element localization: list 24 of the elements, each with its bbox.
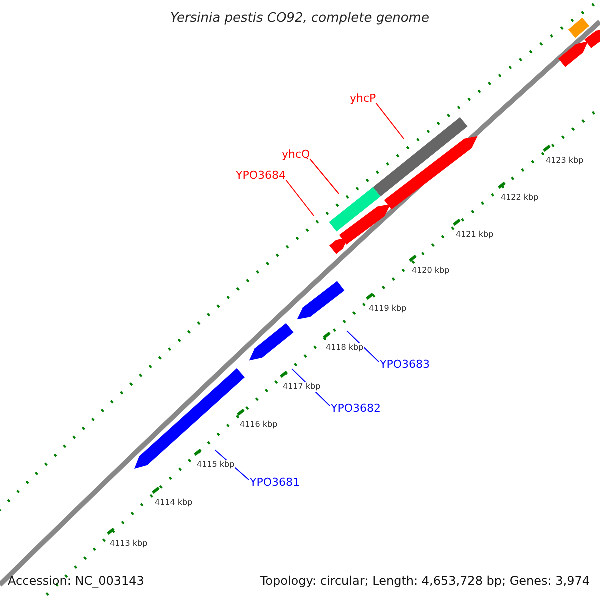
gene-label: YPO3684: [236, 169, 286, 182]
position-label: 4113 kbp: [110, 539, 148, 549]
position-label: 4121 kbp: [456, 230, 494, 240]
gene-label: YPO3682: [331, 402, 382, 415]
gene-label: YPO3683: [380, 358, 430, 371]
position-label: 4116 kbp: [240, 420, 278, 430]
gene-label: yhcP: [350, 92, 376, 105]
genome-info-text: Topology: circular; Length: 4,653,728 bp; Genes: 3,974: [260, 574, 590, 588]
position-label: 4115 kbp: [197, 460, 235, 470]
position-label: 4119 kbp: [369, 304, 407, 314]
leader-line: [310, 158, 340, 194]
position-label: 4114 kbp: [155, 498, 193, 508]
position-label: 4117 kbp: [283, 382, 321, 392]
gene-label: yhcQ: [282, 148, 310, 161]
position-label: 4123 kbp: [546, 156, 584, 166]
gene-label: YPO3681: [250, 476, 300, 489]
position-label: 4122 kbp: [501, 193, 539, 203]
title: Yersinia pestis CO92, complete genome: [170, 10, 430, 28]
leader-line: [376, 102, 404, 140]
leader-line: [286, 180, 314, 216]
position-label: 4120 kbp: [412, 266, 450, 276]
position-label: 4118 kbp: [326, 343, 364, 353]
leader-line: [346, 330, 380, 362]
genome-info-text: Accession: NC_003143: [8, 574, 144, 588]
